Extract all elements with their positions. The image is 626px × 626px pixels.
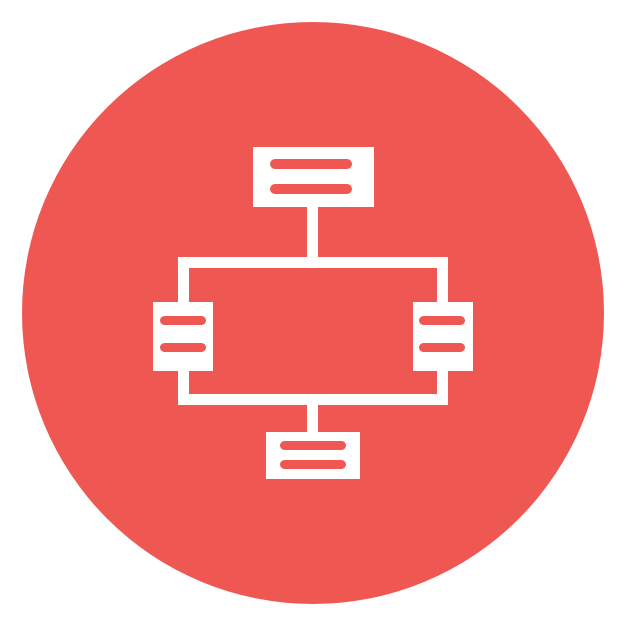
left-upper-connector [178, 257, 189, 304]
right-upper-connector [437, 257, 448, 304]
top-connector-line [307, 206, 318, 262]
circle-background [22, 22, 604, 604]
lower-horizontal-line [178, 394, 448, 405]
upper-horizontal-line [178, 257, 448, 268]
flowchart-glyph [153, 147, 473, 479]
right-lower-connector [437, 370, 448, 405]
bottom-node-box [266, 432, 360, 479]
bottom-connector-line [307, 400, 318, 434]
left-node-box [153, 302, 213, 371]
right-node-box [413, 302, 473, 371]
left-lower-connector [178, 370, 189, 405]
top-node-box [253, 147, 374, 207]
